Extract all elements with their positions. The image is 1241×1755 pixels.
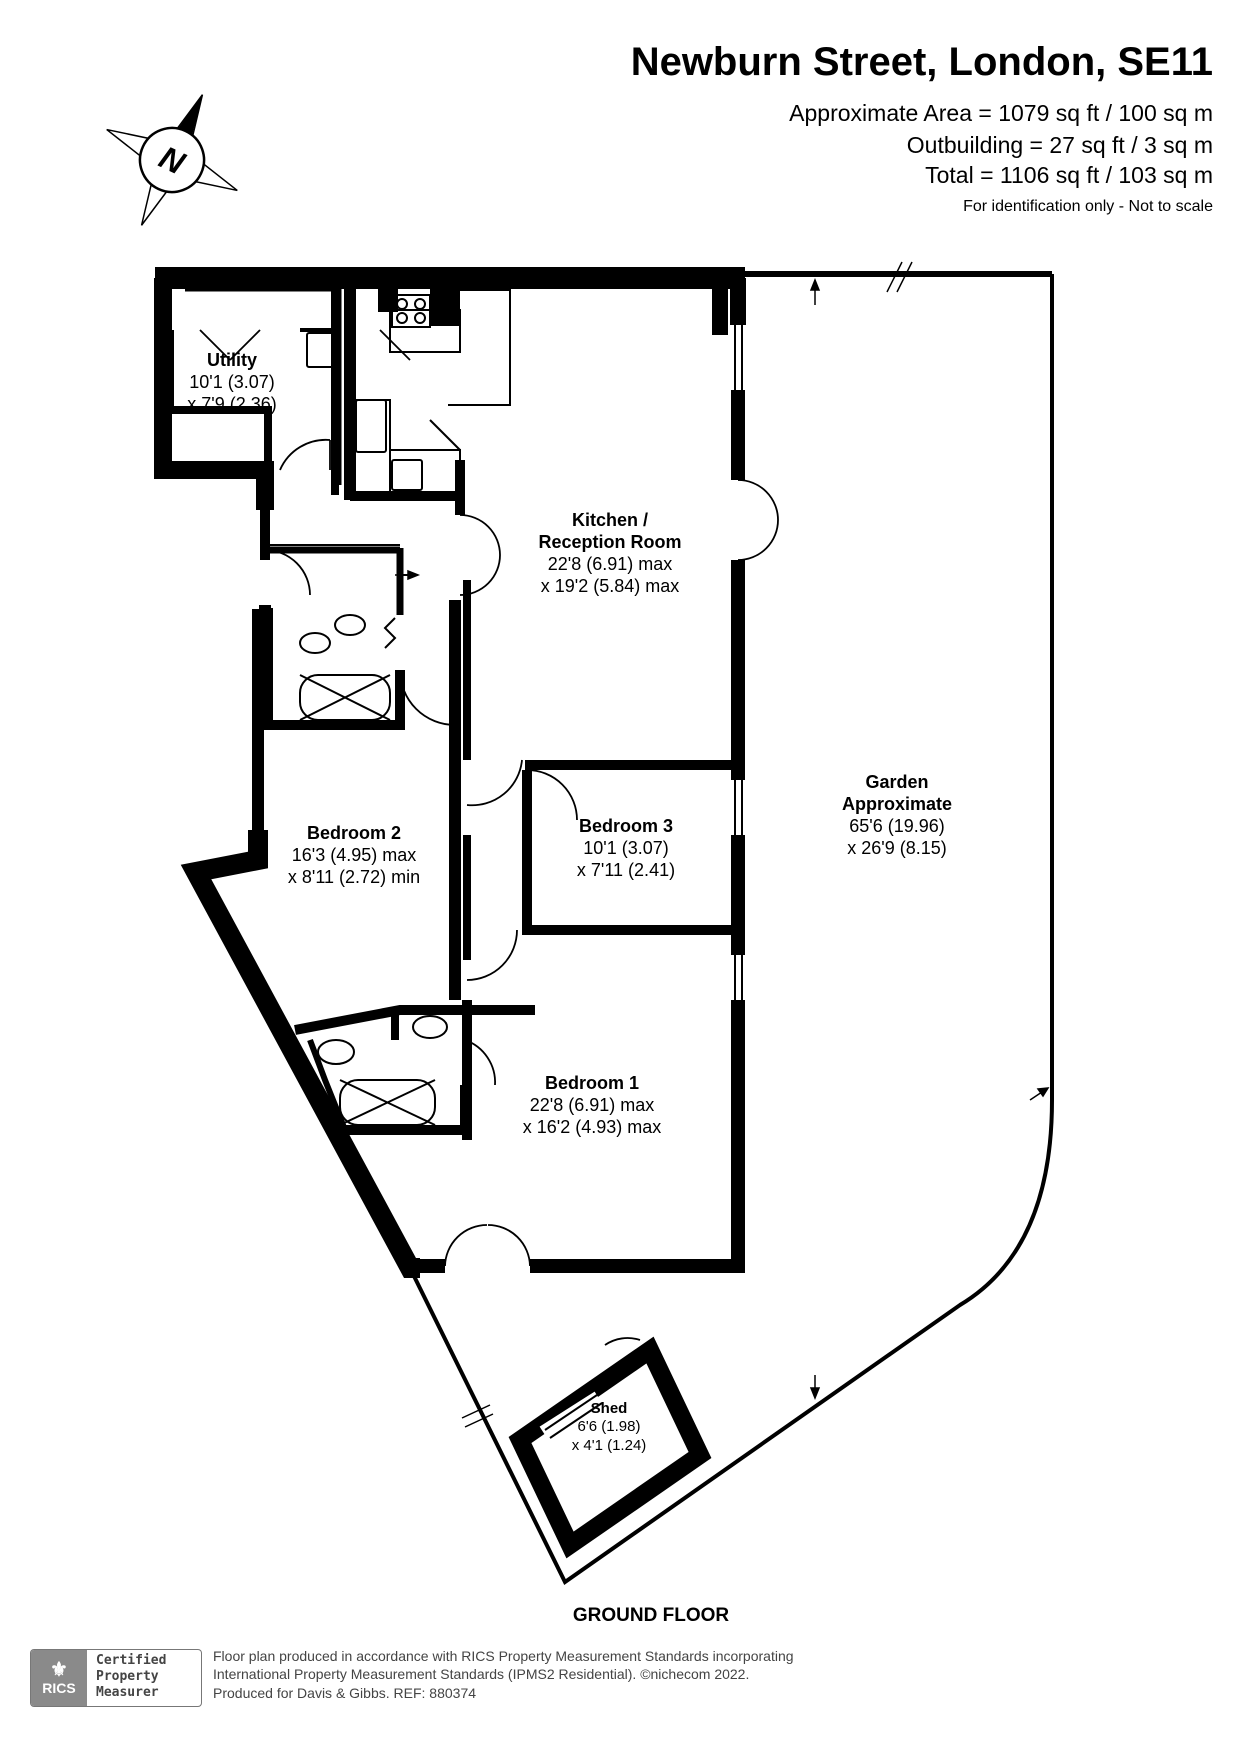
room-name: Kitchen /	[571, 510, 649, 530]
north-compass-icon: N	[106, 94, 238, 226]
room-dimension: 22'8 (6.91) max	[529, 1094, 655, 1115]
basin-icon	[334, 614, 366, 636]
ensuite-wc-icon	[317, 1039, 355, 1065]
room-label-utility: Utility 10'1 (3.07) x 7'9 (2.36)	[187, 350, 276, 416]
shed-outbuilding	[508, 1336, 712, 1559]
room-label-shed: Shed 6'6 (1.98) x 4'1 (1.24)	[572, 1400, 647, 1455]
building-walls	[154, 267, 1052, 1278]
footer-notes: Floor plan produced in accordance with R…	[213, 1647, 794, 1702]
room-dimension: x 8'11 (2.72) min	[287, 866, 421, 887]
footer-line: International Property Measurement Stand…	[213, 1666, 750, 1683]
room-dimension: x 7'9 (2.36)	[187, 393, 277, 414]
room-name-line2: Reception Room	[538, 531, 682, 552]
rics-badge-line: Measurer	[96, 1684, 159, 1700]
rics-certified-badge: ⚜ RICS Certified Property Measurer	[30, 1649, 202, 1707]
property-title: Newburn Street, London, SE11	[630, 40, 1213, 84]
room-dimension: x 26'9 (8.15)	[847, 837, 947, 858]
door-swings	[199, 329, 779, 1346]
room-name: Shed	[590, 1400, 628, 1417]
room-dimension: 65'6 (19.96)	[849, 815, 945, 836]
utility-sink-icon	[306, 332, 336, 368]
room-dimension: 22'8 (6.91) max	[547, 553, 673, 574]
room-name-line2: Approximate	[841, 793, 953, 814]
room-name: Bedroom 2	[306, 823, 402, 843]
hob-icon	[391, 294, 431, 328]
room-dimension: x 16'2 (4.93) max	[522, 1116, 662, 1137]
kitchen-sink-icon	[355, 399, 387, 453]
rics-badge-line: Property	[96, 1668, 159, 1684]
ensuite-basin-icon	[412, 1015, 448, 1039]
outbuilding-area-line: Outbuilding = 27 sq ft / 3 sq m	[906, 132, 1213, 158]
room-dimension: 16'3 (4.95) max	[291, 844, 417, 865]
ensuite-bath-icon	[339, 1079, 436, 1126]
room-dimension: 10'1 (3.07)	[583, 837, 669, 858]
room-name: Garden	[865, 772, 929, 792]
footer-line: Produced for Davis & Gibbs. REF: 880374	[213, 1684, 477, 1701]
fixtures	[299, 294, 448, 1126]
room-name: Utility	[206, 350, 258, 370]
room-name: Bedroom 1	[544, 1073, 640, 1093]
room-name: Bedroom 3	[578, 816, 674, 836]
approximate-area-line: Approximate Area = 1079 sq ft / 100 sq m	[789, 100, 1213, 126]
room-dimension: 6'6 (1.98)	[577, 1418, 641, 1436]
room-dimension: x 4'1 (1.24)	[571, 1436, 647, 1454]
rics-emblem-icon: ⚜	[50, 1659, 68, 1681]
rics-logo: ⚜ RICS	[31, 1650, 87, 1706]
rics-badge-text: Certified Property Measurer	[87, 1650, 201, 1706]
room-label-kitchen-reception: Kitchen / Reception Room 22'8 (6.91) max…	[538, 510, 681, 598]
room-dimension: x 7'11 (2.41)	[576, 859, 676, 880]
scale-disclaimer: For identification only - Not to scale	[963, 198, 1213, 215]
rics-badge-line: Certified	[96, 1653, 167, 1668]
dishwasher-icon	[391, 459, 423, 491]
room-label-garden: Garden Approximate 65'6 (19.96) x 26'9 (…	[842, 772, 952, 860]
rics-logo-text: RICS	[42, 1680, 76, 1696]
room-dimension: 10'1 (3.07)	[189, 371, 275, 392]
boundary-break-marks	[461, 261, 913, 1428]
wc-icon	[299, 632, 331, 654]
floor-label: GROUND FLOOR	[572, 1605, 730, 1626]
footer-line: Floor plan produced in accordance with R…	[213, 1648, 794, 1664]
total-area-line: Total = 1106 sq ft / 103 sq m	[925, 162, 1213, 188]
room-label-bedroom-3: Bedroom 3 10'1 (3.07) x 7'11 (2.41)	[577, 816, 675, 882]
bath-icon	[299, 674, 391, 721]
room-label-bedroom-2: Bedroom 2 16'3 (4.95) max x 8'11 (2.72) …	[288, 823, 420, 889]
room-dimension: x 19'2 (5.84) max	[540, 575, 680, 596]
entrance-arrows	[395, 277, 1050, 1401]
room-label-bedroom-1: Bedroom 1 22'8 (6.91) max x 16'2 (4.93) …	[523, 1073, 662, 1139]
